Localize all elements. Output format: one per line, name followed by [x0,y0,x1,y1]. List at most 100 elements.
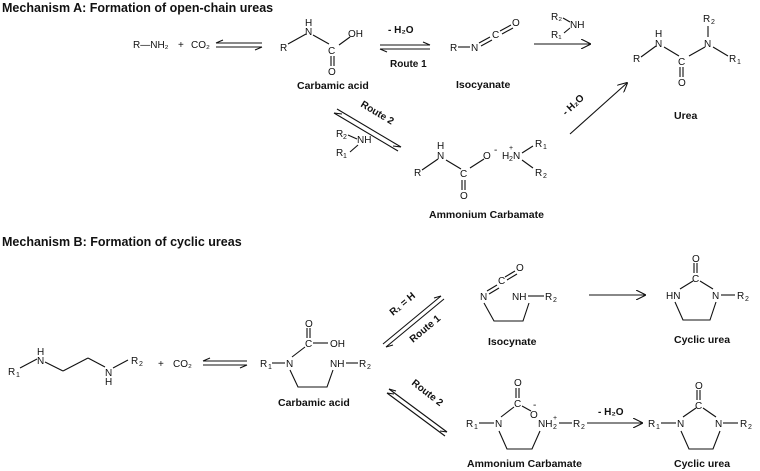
cyclic-urea-1-label: Cyclic urea [674,334,730,346]
svg-text:N: N [480,292,487,303]
svg-text:2: 2 [748,424,752,431]
carbamic-acid-a-label: Carbamic acid [297,80,369,92]
equilibrium-arrow-route1-b [382,295,445,348]
svg-text:+: + [553,415,557,422]
svg-text:R: R [8,367,15,378]
svg-text:H: H [305,18,312,29]
svg-text:R: R [729,54,736,65]
svg-text:O: O [514,378,522,389]
svg-text:2: 2 [343,134,347,141]
svg-text:R₁: R₁ [551,30,562,41]
isocyanate-a-structure: R N C O [450,18,520,54]
svg-text:NH: NH [570,20,584,31]
svg-text:N: N [286,359,293,370]
svg-text:C: C [498,276,505,287]
svg-text:2: 2 [139,361,143,368]
svg-text:N: N [655,39,662,50]
svg-text:O: O [516,263,524,274]
svg-text:N: N [712,291,719,302]
svg-text:R₂: R₂ [551,12,562,23]
svg-text:2: 2 [367,364,371,371]
carbamic-acid-b-label: Carbamic acid [278,397,350,409]
arrow-ammonium-to-urea [569,83,627,135]
isocynate-label: Isocynate [488,336,537,348]
svg-text:N: N [715,419,722,430]
svg-text:1: 1 [16,372,20,379]
plus-sign-b: + [158,359,164,370]
svg-text:-: - [533,400,536,411]
svg-text:2: 2 [543,173,547,180]
svg-text:HN: HN [666,291,680,302]
svg-text:R: R [466,419,473,430]
svg-text:O: O [695,381,703,392]
secondary-amine-reagent-a: R₂ NH R₁ [551,12,584,41]
equilibrium-arrow-route1-a [379,41,431,53]
route2-a-condition: - H₂O [561,93,587,119]
svg-text:N: N [704,39,711,50]
svg-text:R: R [280,43,287,54]
svg-text:1: 1 [543,144,547,151]
svg-text:R: R [535,139,542,150]
svg-text:R: R [648,419,655,430]
svg-text:R: R [336,129,343,140]
svg-text:NH: NH [512,292,526,303]
equilibrium-arrow-route2-a [333,108,402,152]
svg-text:NH: NH [357,135,371,146]
svg-text:R: R [535,168,542,179]
svg-text:2: 2 [745,296,749,303]
carbamic-acid-a-structure: R H N C OH O [280,18,363,78]
svg-text:N: N [677,419,684,430]
ammonium-carbamate-a-label: Ammonium Carbamate [429,209,544,221]
amine-formula: R—NH₂ [133,40,169,51]
svg-text:2: 2 [509,156,513,163]
svg-text:N: N [513,151,520,162]
svg-text:R: R [703,14,710,25]
isocyanate-a-label: Isocyanate [456,79,510,91]
svg-text:O: O [305,319,313,330]
svg-text:R: R [573,419,580,430]
svg-text:OH: OH [348,29,363,40]
equilibrium-arrow-route2-b [386,388,448,437]
svg-text:H: H [502,151,509,162]
cyclic-urea-2-label: Cyclic urea [674,458,730,470]
svg-text:+: + [509,145,513,152]
svg-text:2: 2 [711,19,715,26]
svg-text:R: R [414,168,421,179]
svg-text:O: O [512,18,520,29]
svg-text:C: C [305,339,312,350]
svg-text:H: H [105,377,112,388]
svg-text:R: R [359,359,366,370]
svg-text:1: 1 [268,364,272,371]
svg-text:N: N [305,27,312,38]
route2-a-label: Route 2 [358,99,395,128]
ammonium-carbamate-b-label: Ammonium Carbamate [467,458,582,470]
co2-formula-b: CO₂ [173,359,192,370]
svg-text:R: R [131,356,138,367]
svg-text:1: 1 [737,59,741,66]
svg-text:NH: NH [330,359,344,370]
svg-text:R: R [336,148,343,159]
svg-text:N: N [495,419,502,430]
svg-text:2: 2 [553,297,557,304]
svg-text:O: O [460,191,468,202]
svg-text:O: O [483,151,491,162]
route1-b-label: Route 1 [408,313,443,345]
plus-sign: + [178,40,184,51]
svg-text:C: C [328,46,335,57]
svg-text:N: N [105,368,112,379]
svg-text:R: R [545,292,552,303]
svg-text:R: R [633,54,640,65]
route1-a-condition: - H₂O [388,25,414,36]
svg-text:C: C [678,57,685,68]
route2-b-condition: - H₂O [598,407,624,418]
svg-text:1: 1 [656,424,660,431]
equilibrium-arrow-b1 [202,357,248,369]
svg-text:OH: OH [330,339,345,350]
mechanism-b-title: Mechanism B: Formation of cyclic ureas [2,235,242,249]
urea-label: Urea [674,110,698,122]
route2-b-label: Route 2 [409,378,445,410]
